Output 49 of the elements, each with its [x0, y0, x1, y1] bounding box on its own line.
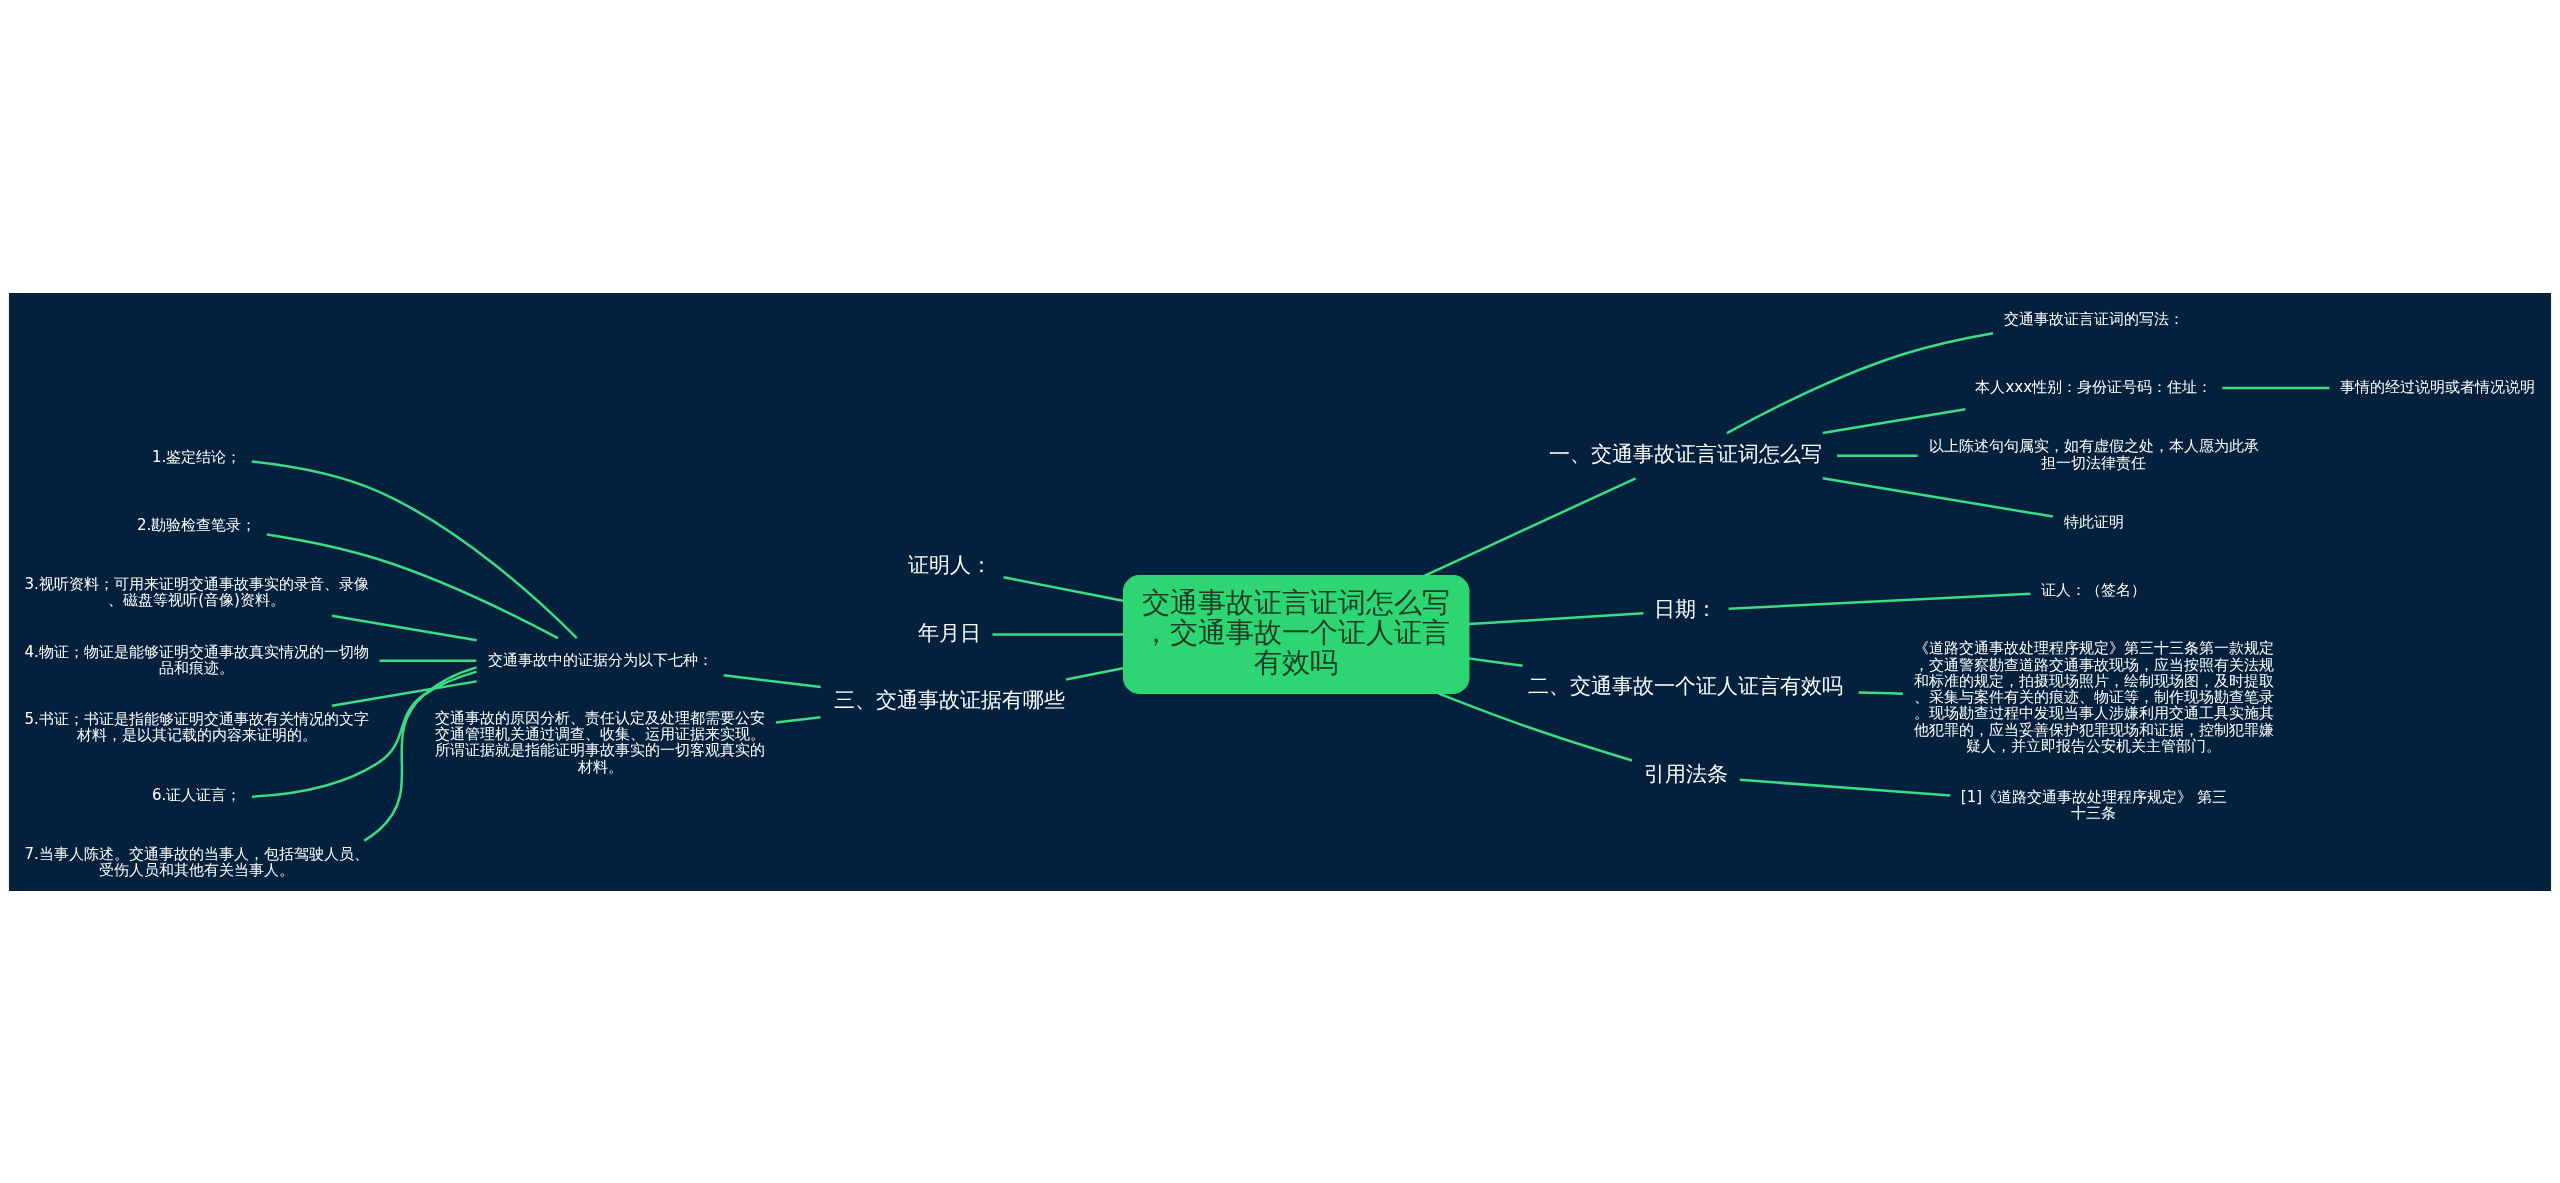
- node-text: [1]《道路交通事故处理程序规定》 第三十三条: [1960, 787, 2227, 822]
- connector: [1822, 407, 1966, 434]
- node-text: 5.书证；书证是指能够证明交通事故有关情况的文字材料，是以其记载的内容来证明的。: [24, 709, 369, 744]
- connector: [775, 715, 821, 724]
- node-text: 交通事故的原因分析、责任认定及处理都需要公安交通管理机关通过调查、收集、运用证据来实现。所谓证据就是指能证明事故事实的一切客观真实的材料。: [435, 708, 766, 776]
- node-text: 6.证人证言；: [151, 785, 242, 804]
- connector: [1858, 690, 1903, 695]
- node-text: 3.视听资料；可用来证明交通事故事实的录音、录像、磁盘等视听(音像)资料。: [24, 574, 369, 609]
- connector: [251, 459, 578, 639]
- node-box: 交通事故证言证词怎么写，交通事故一个证人证言有效吗: [1123, 574, 1470, 694]
- node-text: 交通事故中的证据分为以下七种：: [487, 650, 713, 669]
- connector: [1468, 656, 1523, 667]
- connector: [1726, 331, 1994, 434]
- connector: [363, 665, 477, 842]
- connector: [379, 659, 477, 662]
- node-text: 以上陈述句句属实，如有虚假之处，本人愿为此承担一切法律责任: [1928, 436, 2259, 472]
- connector: [1468, 611, 1644, 625]
- connector: [723, 673, 821, 688]
- node-text: 《道路交通事故处理程序规定》第三十三条第一款规定，交通警察勘查道路交通事故现场，应当按照有关法规和标准的规定，拍摄现场照片，绘制现场图，及时提取、采集与案件有关的痕迹、物证等，制作现场勘查笔录。现场勘查过程中发现当事人涉嫌利用交通工具实施其他犯罪的，应当妥善保护犯罪现场和证据，控制犯罪嫌疑人，并立即报告公安机关主管部门。: [1913, 638, 2274, 755]
- node-text: 年月日: [918, 619, 982, 645]
- node-text: 三、交通事故证据有哪些: [834, 686, 1066, 712]
- node-text: 2.勘验检查笔录；: [136, 515, 257, 534]
- connector: [1003, 575, 1124, 602]
- node-text: 二、交通事故一个证人证言有效吗: [1528, 672, 1844, 698]
- connector: [1437, 691, 1633, 762]
- node-text: 7.当事人陈述。交通事故的当事人，包括驾驶人员、受伤人员和其他有关当事人。: [24, 844, 369, 879]
- node-text: 事情的经过说明或者情况说明: [2340, 377, 2536, 396]
- connector: [266, 532, 559, 639]
- connector: [1822, 476, 2053, 518]
- connector: [1424, 476, 1637, 577]
- connector: [1728, 592, 2031, 610]
- connector: [1065, 666, 1124, 681]
- connector: [992, 632, 1124, 636]
- node-text: 一、交通事故证言证词怎么写: [1549, 440, 1823, 466]
- node-text: 本人xxx性别：身份证号码：住址：: [1975, 377, 2213, 396]
- connector: [1837, 453, 1918, 457]
- node-text: 引用法条: [1643, 760, 1728, 786]
- node-text: 交通事故证言证词的写法：: [2003, 309, 2184, 328]
- connector: [251, 669, 477, 798]
- node-text: 证明人：: [907, 551, 992, 577]
- node-text: 4.物证；物证是能够证明交通事故真实情况的一切物品和痕迹。: [24, 642, 369, 677]
- node-text: 1.鉴定结论；: [151, 447, 242, 466]
- node-text: 日期：: [1654, 595, 1718, 621]
- connector: [331, 679, 477, 707]
- connector: [331, 614, 477, 641]
- connector: [1739, 778, 1951, 797]
- connector: [2222, 386, 2330, 389]
- node-text: 特此证明: [2063, 512, 2124, 531]
- node-text: 证人：（签名）: [2041, 580, 2147, 599]
